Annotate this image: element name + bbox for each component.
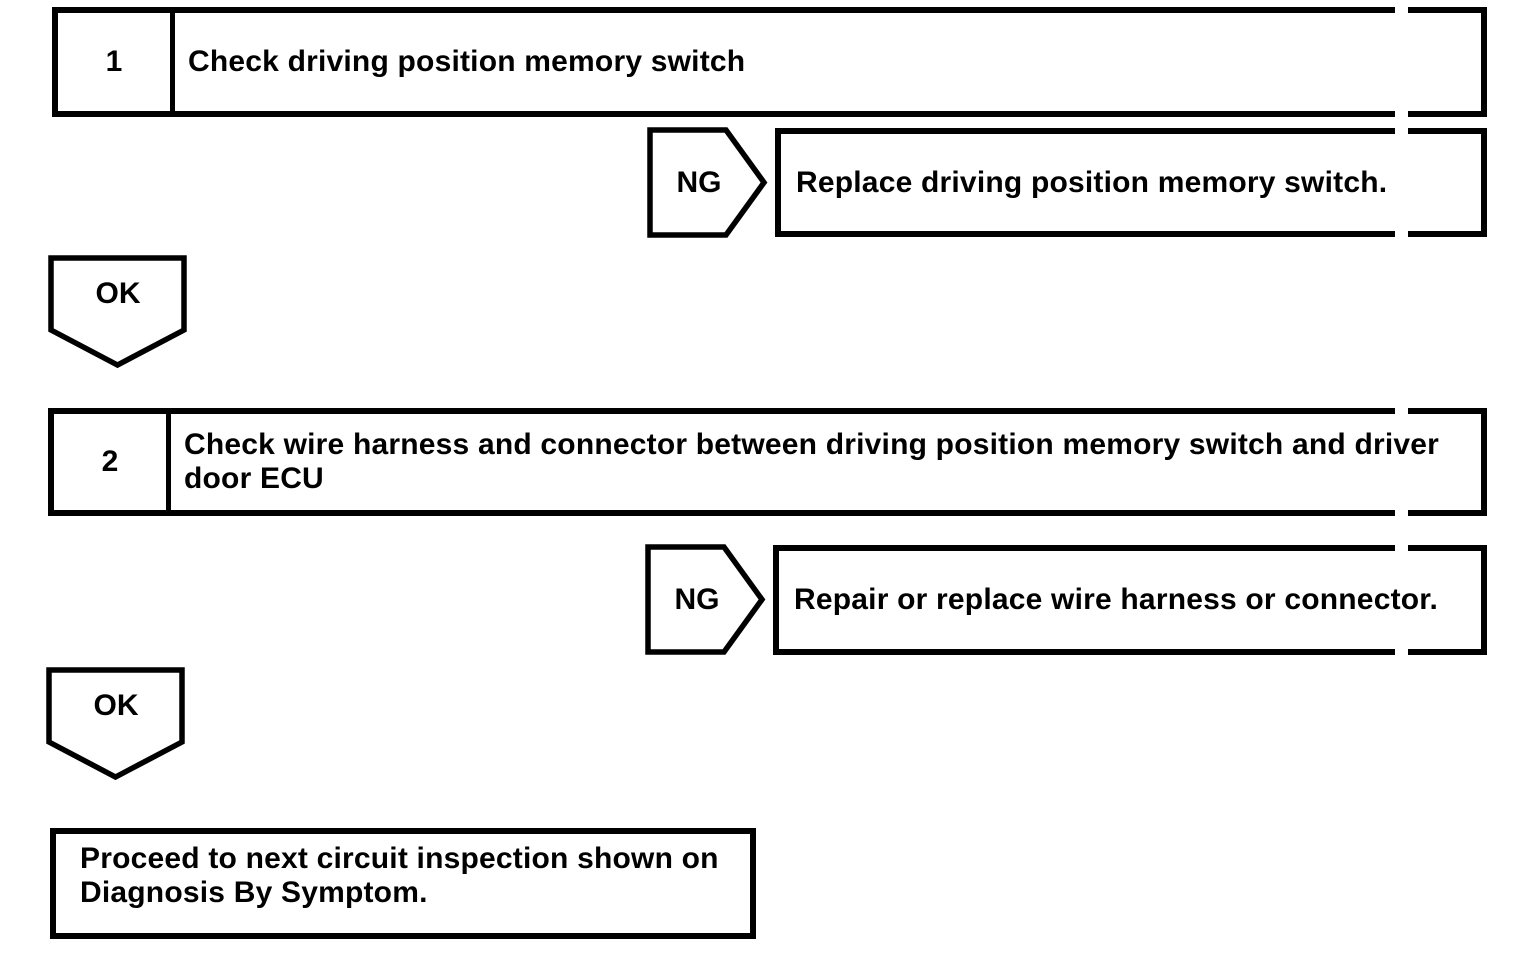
ng-1-action-box: Replace driving position memory switch. <box>775 128 1487 237</box>
ng-1-action-text: Replace driving position memory switch. <box>796 165 1388 199</box>
page-seam-gap <box>1395 5 1408 17</box>
ok-arrow-down-icon <box>46 667 185 780</box>
step-1-instruction: Check driving position memory switch <box>188 45 746 78</box>
ng-arrow-right-icon <box>647 127 768 238</box>
ok-2-label: OK <box>93 689 139 722</box>
page-seam-gap <box>1395 543 1408 554</box>
step-2-number: 2 <box>54 414 171 510</box>
ng-1-label: NG <box>676 165 722 199</box>
page-seam-gap <box>1395 107 1408 119</box>
ng-2-action-text: Repair or replace wire harness or connec… <box>794 583 1439 616</box>
ok-1-connector: OK <box>48 255 188 368</box>
ng-arrow-right-icon <box>645 544 766 655</box>
page-seam-gap <box>1395 229 1408 240</box>
ng-1-connector: NG <box>647 127 769 238</box>
page-seam-gap <box>1395 406 1408 417</box>
step-1-number: 1 <box>58 13 175 111</box>
terminal-box: Proceed to next circuit inspection shown… <box>50 828 756 939</box>
terminal-text: Proceed to next circuit inspection shown… <box>80 842 719 909</box>
ng-2-action-box: Repair or replace wire harness or connec… <box>773 545 1487 655</box>
page-seam-gap <box>1395 508 1408 519</box>
ng-2-label: NG <box>674 582 720 616</box>
step-2-box: 2 Check wire harness and connector betwe… <box>48 408 1487 516</box>
step-1-box: 1 Check driving position memory switch <box>52 7 1487 117</box>
step-2-instruction: Check wire harness and connector between… <box>184 428 1440 495</box>
ok-1-label: OK <box>95 277 141 310</box>
page-seam-gap <box>1395 647 1408 658</box>
ok-2-connector: OK <box>46 667 186 780</box>
page-seam-gap <box>1395 126 1408 137</box>
ok-arrow-down-icon <box>48 255 187 368</box>
ng-2-connector: NG <box>645 544 767 655</box>
